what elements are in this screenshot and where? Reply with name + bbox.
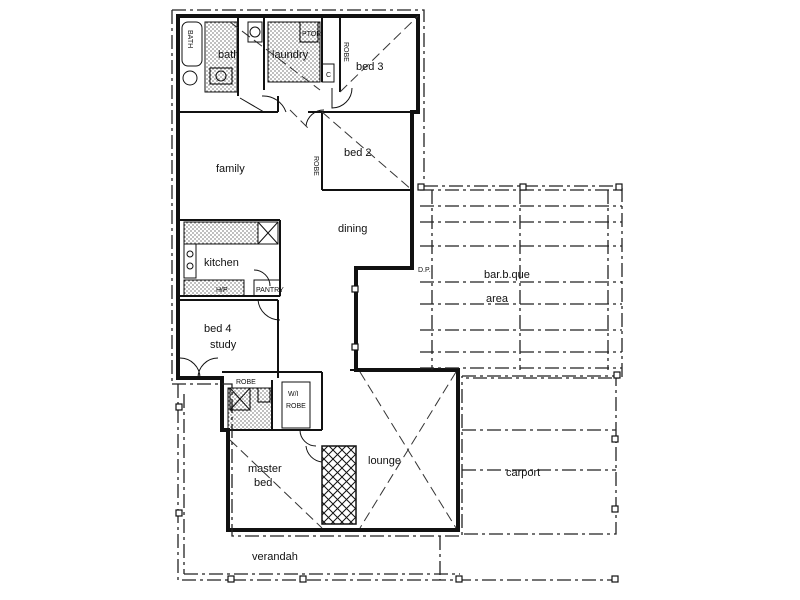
- room-label-master: master: [248, 463, 282, 475]
- roof-outline: [171, 9, 623, 537]
- room-label-bed4: bed 4: [204, 323, 232, 335]
- label-robe-bed3: ROBE: [342, 42, 349, 62]
- room-label-family: family: [216, 163, 245, 175]
- label-pot: PTOR: [302, 31, 321, 38]
- fireplace-hatch: [321, 445, 357, 525]
- laundry-floor-hatch: [267, 21, 321, 83]
- interior-walls: [178, 16, 418, 431]
- label-hot-plate: H/P: [216, 287, 228, 294]
- room-label-bbq: bar.b.que: [484, 269, 530, 281]
- room-label-bbq-area: area: [486, 293, 509, 305]
- room-label-study: study: [210, 339, 237, 351]
- room-label-verandah: verandah: [252, 551, 298, 563]
- room-label-bed2: bed 2: [344, 147, 372, 159]
- roof-diagonals: [229, 15, 457, 529]
- room-label-lounge: lounge: [368, 455, 401, 467]
- room-label-bed3: bed 3: [356, 61, 384, 73]
- kitchen-bench-top-hatch: [183, 221, 259, 245]
- room-label-dining: dining: [338, 223, 367, 235]
- room-label-master-bed: bed: [254, 477, 272, 489]
- fixtures: [181, 21, 335, 429]
- door-swings: [179, 87, 353, 463]
- room-label-carport: carport: [506, 467, 540, 479]
- label-robe-bed2: ROBE: [312, 156, 319, 176]
- label-robe-master: ROBE: [236, 379, 256, 386]
- carport-outline: [462, 375, 617, 535]
- house-outer-wall: [176, 14, 460, 532]
- label-bath-tub: BATH: [186, 30, 193, 48]
- label-cupboard: C: [326, 72, 331, 79]
- label-downpipe: D.P.: [418, 267, 431, 274]
- verandah-outline: [177, 384, 616, 581]
- posts: [175, 183, 623, 583]
- room-label-bath: bath: [218, 49, 239, 61]
- room-label-laundry: laundry: [272, 49, 309, 61]
- room-label-kitchen: kitchen: [204, 257, 239, 269]
- kitchen-bench-bottom-hatch: [183, 279, 245, 297]
- label-walk-in-robe: ROBE: [286, 403, 306, 410]
- label-pantry: PANTRY: [256, 287, 284, 294]
- label-walk-in: W/I: [288, 391, 299, 398]
